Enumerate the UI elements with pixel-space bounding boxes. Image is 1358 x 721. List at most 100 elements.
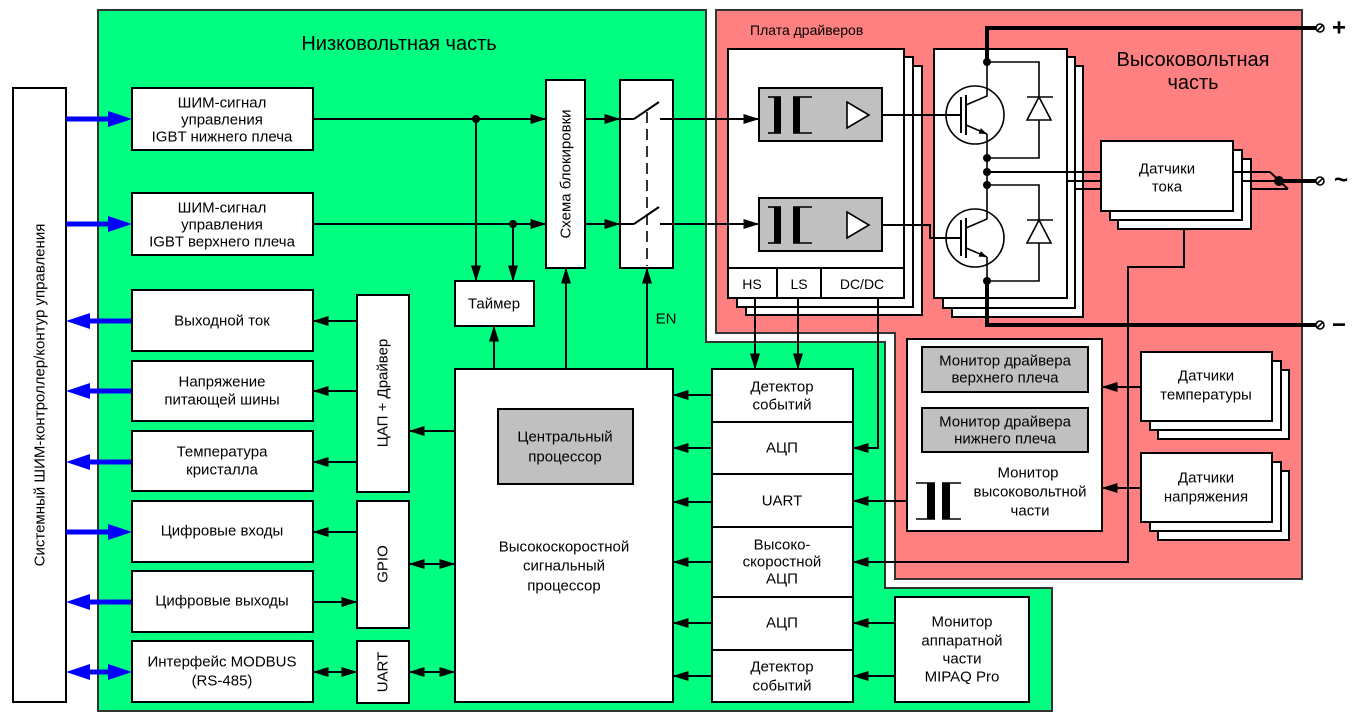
peripheral-label: событий bbox=[752, 397, 811, 414]
block-label: ШИМ-сигнал bbox=[178, 200, 267, 217]
block-label: Температура bbox=[177, 444, 269, 461]
block-label: Цифровые входы bbox=[161, 523, 284, 540]
high-voltage-title-line: Высоковольтная bbox=[1117, 49, 1270, 71]
current-sensors-label: Датчики bbox=[1139, 161, 1195, 178]
port-ls-label: LS bbox=[790, 276, 807, 292]
dac-driver-box bbox=[356, 294, 410, 493]
voltage-sensors-box bbox=[1140, 452, 1273, 523]
peripheral-label: Высоко- bbox=[754, 537, 811, 554]
peripheral-label: скоростной bbox=[743, 554, 822, 571]
timer-block: Таймер bbox=[454, 280, 535, 327]
block-label: IGBT верхнего плеча bbox=[149, 234, 296, 251]
upper-driver-monitor-box bbox=[921, 346, 1089, 393]
hv-monitor-block: Монитор драйвера верхнего плеча Монитор … bbox=[906, 338, 1103, 532]
gate-driver-upper bbox=[758, 87, 883, 142]
dsp-block: Высокоскоростной сигнальный процессор Це… bbox=[454, 368, 674, 703]
dc-minus-rail bbox=[985, 281, 1316, 327]
terminal-icon bbox=[1315, 320, 1325, 330]
upper-driver-monitor-label: Монитор драйвера bbox=[939, 353, 1072, 370]
lower-driver-monitor-box bbox=[921, 407, 1089, 453]
isolation-transformer-icon bbox=[768, 206, 812, 244]
isolation-transformer-icon bbox=[768, 96, 812, 134]
port-dcdc-label: DC/DC bbox=[840, 276, 884, 292]
hw-monitor-label: MIPAQ Pro bbox=[925, 669, 1000, 686]
adc-top-box bbox=[711, 421, 854, 475]
diode-icon bbox=[987, 184, 1053, 282]
signal-wires bbox=[312, 114, 1289, 681]
enable-label: EN bbox=[656, 311, 677, 328]
current-sensors-label: тока bbox=[1152, 179, 1183, 196]
peripheral-column: Детектор событий АЦП UART Высоко- скорос… bbox=[711, 368, 854, 703]
system-controller-box bbox=[12, 87, 67, 703]
interlock-block: Схема блокировки bbox=[545, 79, 586, 269]
hv-monitor-label: Монитор bbox=[997, 465, 1058, 482]
igbt-module-front bbox=[933, 48, 1068, 299]
peripheral-label: АЦП bbox=[766, 440, 798, 457]
uart-left-label: UART bbox=[375, 652, 392, 693]
switch-icon bbox=[620, 101, 660, 266]
amplifier-icon bbox=[846, 210, 871, 240]
pwm-high-side-box bbox=[131, 192, 314, 256]
uart-right-box bbox=[711, 473, 854, 528]
die-temperature-block: Температура кристалла bbox=[131, 430, 314, 492]
dac-driver-label: ЦАП + Драйвер bbox=[375, 339, 392, 448]
dsp-label: сигнальный bbox=[523, 558, 605, 575]
interlock-box bbox=[545, 79, 586, 269]
digital-outputs-block: Цифровые выходы bbox=[131, 570, 314, 633]
peripheral-label: Детектор bbox=[750, 379, 813, 396]
dsp-label: процессор bbox=[527, 578, 600, 595]
driver-board-title: Плата драйверов bbox=[750, 22, 863, 38]
low-voltage-title: Низковольтная часть bbox=[301, 33, 496, 55]
temperature-sensors-label: Датчики bbox=[1178, 368, 1234, 385]
hv-monitor-label: части bbox=[1011, 503, 1050, 520]
gpio-block: GPIO bbox=[356, 500, 410, 629]
junction-dot bbox=[983, 154, 991, 162]
hw-monitor-label: части bbox=[943, 651, 982, 668]
pwm-low-side-block: ШИМ-сигнал управления IGBT нижнего плеча bbox=[131, 87, 314, 151]
junction-dot bbox=[509, 220, 517, 228]
dc-plus-label: + bbox=[1332, 15, 1346, 42]
fast-adc-box bbox=[711, 526, 854, 598]
temperature-sensors-block: Датчики температуры bbox=[1140, 351, 1290, 440]
block-label: управления bbox=[181, 217, 263, 234]
event-detector-bottom-box bbox=[711, 649, 854, 703]
block-label: Интерфейс MODBUS bbox=[147, 654, 296, 671]
modbus-block: Интерфейс MODBUS (RS-485) bbox=[131, 640, 314, 703]
dsp-label: Высокоскоростной bbox=[499, 539, 630, 556]
gate-driver-lower bbox=[758, 197, 883, 252]
isolation-transformer-icon bbox=[916, 482, 961, 520]
terminal-icon bbox=[1315, 176, 1325, 186]
bus-voltage-block: Напряжение питающей шины bbox=[131, 360, 314, 422]
block-label: Выходной ток bbox=[174, 313, 270, 330]
dac-driver-block: ЦАП + Драйвер bbox=[356, 294, 410, 493]
wire-dcdc-to-adc bbox=[852, 298, 879, 453]
junction-dot bbox=[983, 181, 991, 189]
temperature-sensors-box bbox=[1140, 351, 1273, 422]
igbt-module bbox=[933, 48, 1084, 318]
voltage-sensors-block: Датчики напряжения bbox=[1140, 452, 1290, 541]
hv-monitor-label: высоковольтной bbox=[974, 484, 1087, 501]
driver-board: HS LS DC/DC bbox=[727, 48, 923, 316]
block-label: кристалла bbox=[186, 462, 258, 479]
peripheral-label: UART bbox=[762, 493, 803, 510]
hw-monitor-block: Монитор аппаратной части MIPAQ Pro bbox=[894, 596, 1030, 703]
output-current-block: Выходной ток bbox=[131, 289, 314, 352]
timer-box bbox=[454, 280, 535, 327]
block-label: ШИМ-сигнал bbox=[178, 95, 267, 112]
port-hs-label: HS bbox=[742, 276, 761, 292]
interlock-label: Схема блокировки bbox=[558, 109, 575, 238]
wire-gate-lower bbox=[882, 224, 961, 239]
modbus-box bbox=[131, 640, 314, 703]
external-links bbox=[66, 111, 132, 680]
ac-output-label: ~ bbox=[1334, 167, 1348, 194]
digital-inputs-block: Цифровые входы bbox=[131, 500, 314, 563]
digital-inputs-box bbox=[131, 500, 314, 563]
driver-board-front bbox=[727, 48, 905, 299]
peripheral-label: Детектор bbox=[750, 659, 813, 676]
dc-minus-label: − bbox=[1332, 312, 1346, 339]
wire-current-feedback-to-fast-adc bbox=[852, 229, 1185, 567]
hw-monitor-box bbox=[894, 596, 1030, 703]
current-sensors-block: Датчики тока bbox=[1100, 140, 1252, 230]
bus-voltage-box bbox=[131, 360, 314, 422]
